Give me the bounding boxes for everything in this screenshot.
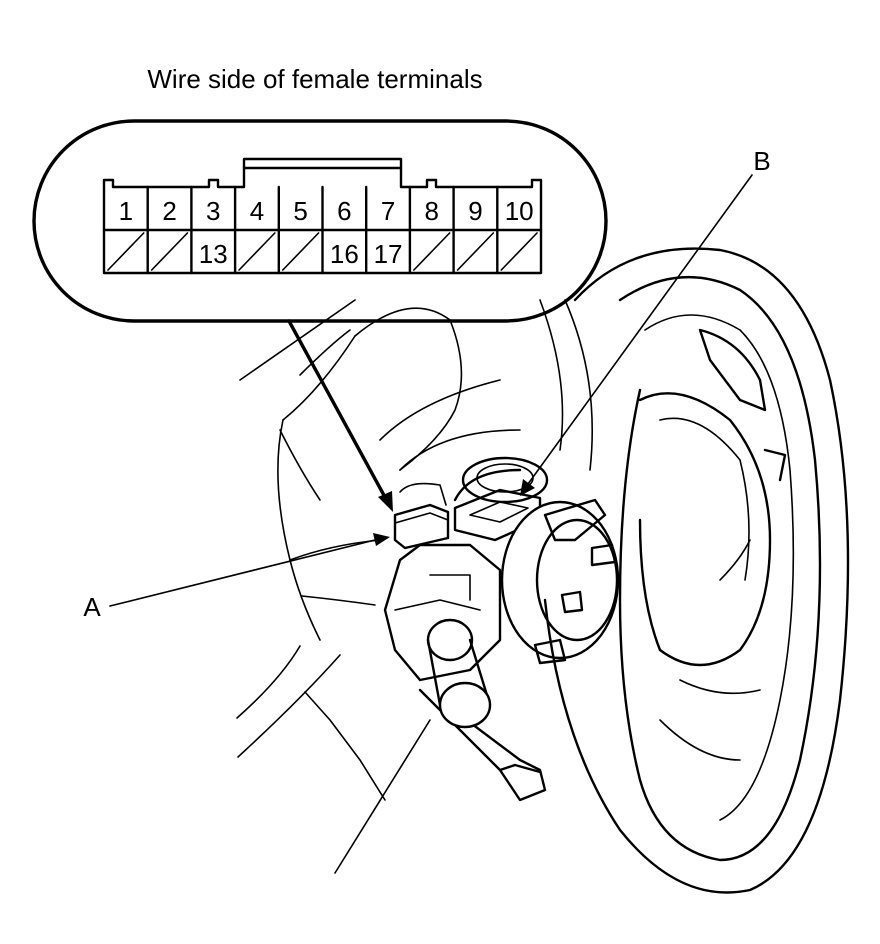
caption: Wire side of female terminals <box>147 64 482 94</box>
terminal-number: 16 <box>330 239 359 269</box>
connector-callout-bubble <box>32 119 608 323</box>
terminal-number: 3 <box>206 196 220 226</box>
unused-cavity-slash <box>107 232 145 271</box>
connector-a <box>393 482 450 550</box>
terminal-number: 13 <box>199 239 228 269</box>
callout-b: B <box>520 146 771 496</box>
callout-b-label: B <box>753 146 770 176</box>
terminal-number: 1 <box>119 196 133 226</box>
connector-leader-arrow <box>287 319 393 512</box>
terminal-number: 9 <box>468 196 482 226</box>
terminal-number: 17 <box>374 239 403 269</box>
dashboard-outline <box>236 299 594 874</box>
terminal-number: 7 <box>381 196 395 226</box>
unused-cavity-slash <box>238 232 276 271</box>
terminal-number: 10 <box>505 196 534 226</box>
callout-a: A <box>83 533 390 622</box>
callout-a-label: A <box>83 592 101 622</box>
unused-cavity-slash <box>500 232 538 271</box>
unused-cavity-slash <box>150 232 189 271</box>
cable-reel <box>500 498 620 665</box>
terminal-number: 4 <box>250 196 264 226</box>
steering-wheel <box>543 247 850 894</box>
terminal-number: 6 <box>337 196 351 226</box>
terminal-number: 8 <box>425 196 439 226</box>
terminal-number: 2 <box>162 196 176 226</box>
terminal-number: 5 <box>293 196 307 226</box>
unused-cavity-slash <box>413 232 451 271</box>
unused-cavity-slash <box>456 232 495 271</box>
unused-cavity-slash <box>281 232 320 271</box>
column-switch-assembly <box>383 456 549 802</box>
